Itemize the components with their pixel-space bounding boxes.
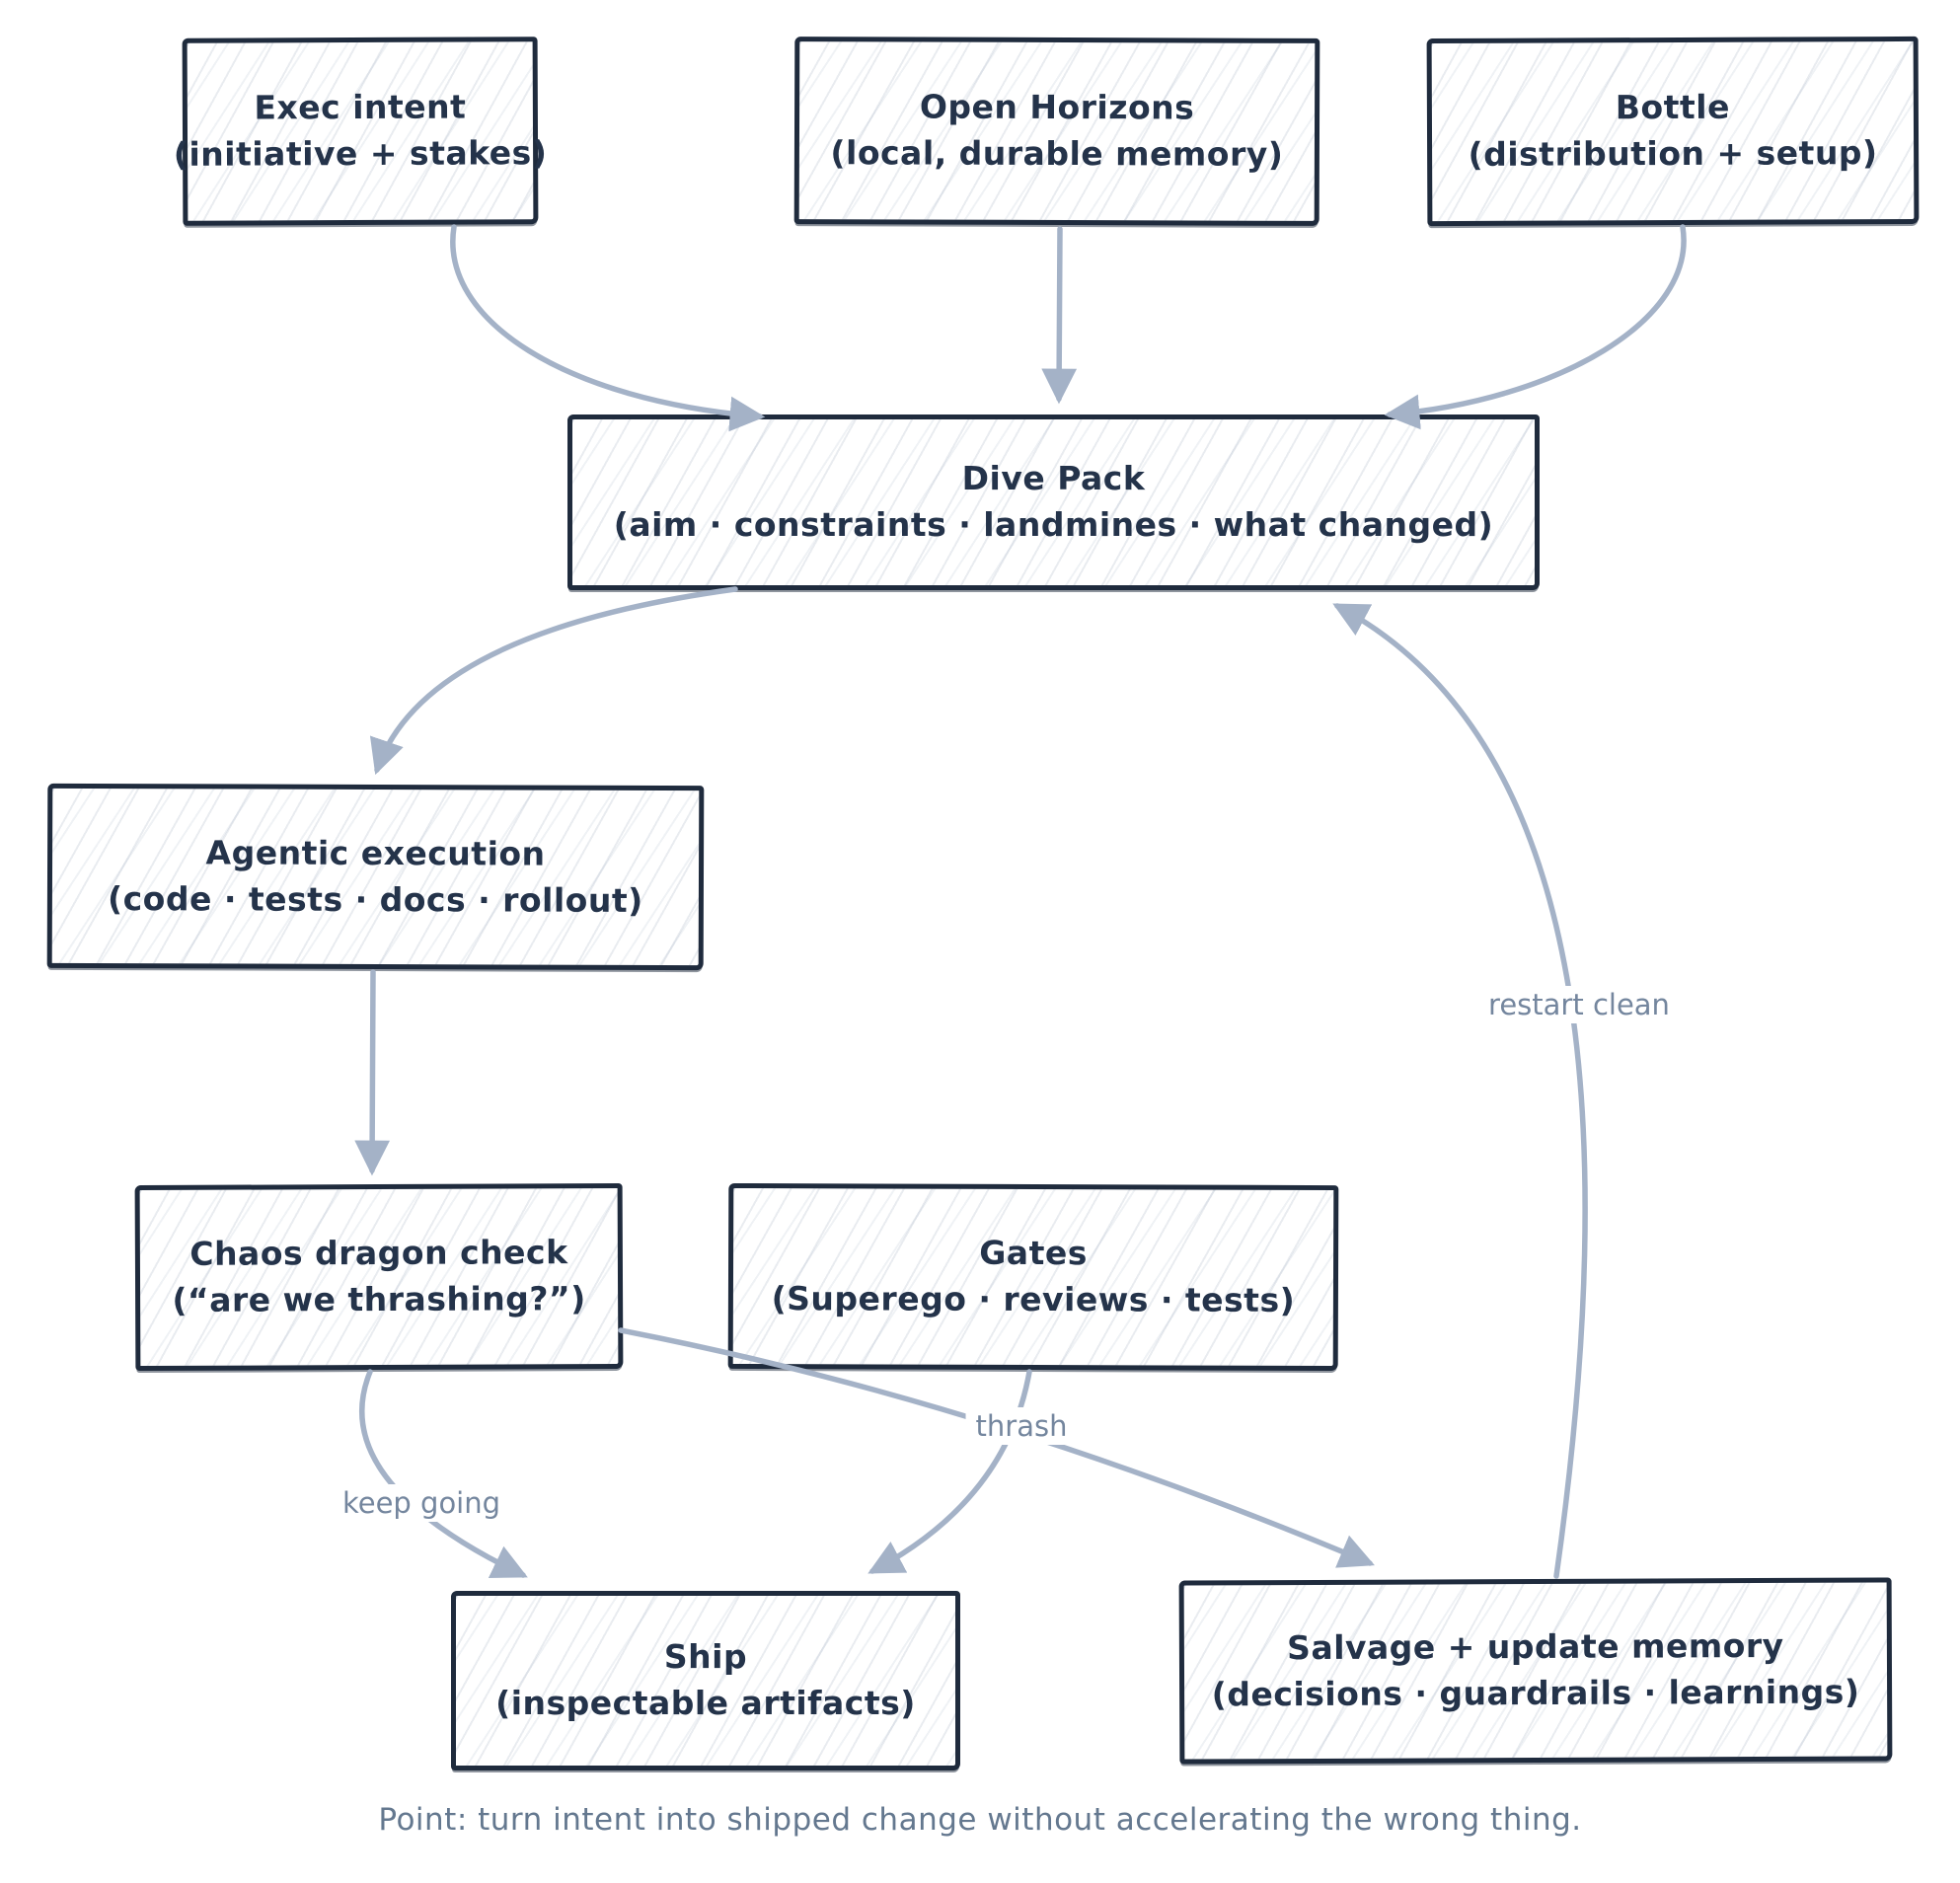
diagram-caption: Point: turn intent into shipped change w… bbox=[378, 1802, 1582, 1838]
edge-exec-intent-to-dive-pack bbox=[450, 224, 766, 432]
node-subtitle: (inspectable artifacts) bbox=[495, 1684, 916, 1722]
node-bottle: Bottle (distribution + setup) bbox=[1426, 36, 1920, 227]
node-title: Exec intent bbox=[254, 87, 467, 127]
edge-label-thrash: thrash bbox=[965, 1407, 1078, 1445]
node-open-horizons: Open Horizons (local, durable memory) bbox=[793, 37, 1320, 226]
node-chaos-dragon-check: Chaos dragon check (“are we thrashing?”) bbox=[134, 1182, 624, 1372]
node-exec-intent: Exec intent (initiative + stakes) bbox=[174, 37, 547, 226]
node-subtitle: (“are we thrashing?”) bbox=[172, 1279, 586, 1319]
node-title: Chaos dragon check bbox=[189, 1233, 568, 1273]
node-gates: Gates (Superego · reviews · tests) bbox=[727, 1182, 1339, 1372]
node-title: Bottle bbox=[1615, 87, 1731, 127]
edge-chaos-check-to-ship-keep-going bbox=[359, 1369, 528, 1578]
node-subtitle: (Superego · reviews · tests) bbox=[771, 1279, 1296, 1319]
edge-gates-to-ship bbox=[867, 1369, 1032, 1574]
node-subtitle: (code · tests · docs · rollout) bbox=[108, 878, 643, 920]
node-title: Ship bbox=[663, 1637, 748, 1677]
node-title: Gates bbox=[979, 1233, 1088, 1273]
node-subtitle: (initiative + stakes) bbox=[173, 133, 548, 174]
node-subtitle: (aim · constraints · landmines · what ch… bbox=[613, 505, 1494, 544]
node-title: Dive Pack bbox=[961, 459, 1146, 498]
edge-agentic-execution-to-chaos-check bbox=[354, 969, 391, 1176]
edge-label-restart-clean: restart clean bbox=[1478, 986, 1680, 1023]
node-dive-pack: Dive Pack (aim · constraints · landmines… bbox=[567, 414, 1540, 590]
edge-salvage-to-dive-pack-restart bbox=[1332, 603, 1588, 1579]
edge-open-horizons-to-dive-pack bbox=[1041, 226, 1078, 405]
node-title: Open Horizons bbox=[919, 87, 1195, 127]
edge-bottle-to-dive-pack bbox=[1384, 224, 1687, 430]
edge-dive-pack-to-agentic-execution bbox=[369, 586, 738, 776]
node-ship: Ship (inspectable artifacts) bbox=[451, 1591, 960, 1770]
node-subtitle: (decisions · guardrails · learnings) bbox=[1211, 1672, 1860, 1714]
node-subtitle: (local, durable memory) bbox=[830, 133, 1284, 174]
edge-label-keep-going: keep going bbox=[332, 1484, 511, 1522]
node-title: Agentic execution bbox=[205, 833, 546, 873]
node-subtitle: (distribution + setup) bbox=[1468, 133, 1878, 174]
node-agentic-execution: Agentic execution (code · tests · docs ·… bbox=[46, 783, 705, 971]
node-title: Salvage + update memory bbox=[1287, 1626, 1784, 1668]
node-salvage: Salvage + update memory (decisions · gua… bbox=[1178, 1577, 1893, 1765]
